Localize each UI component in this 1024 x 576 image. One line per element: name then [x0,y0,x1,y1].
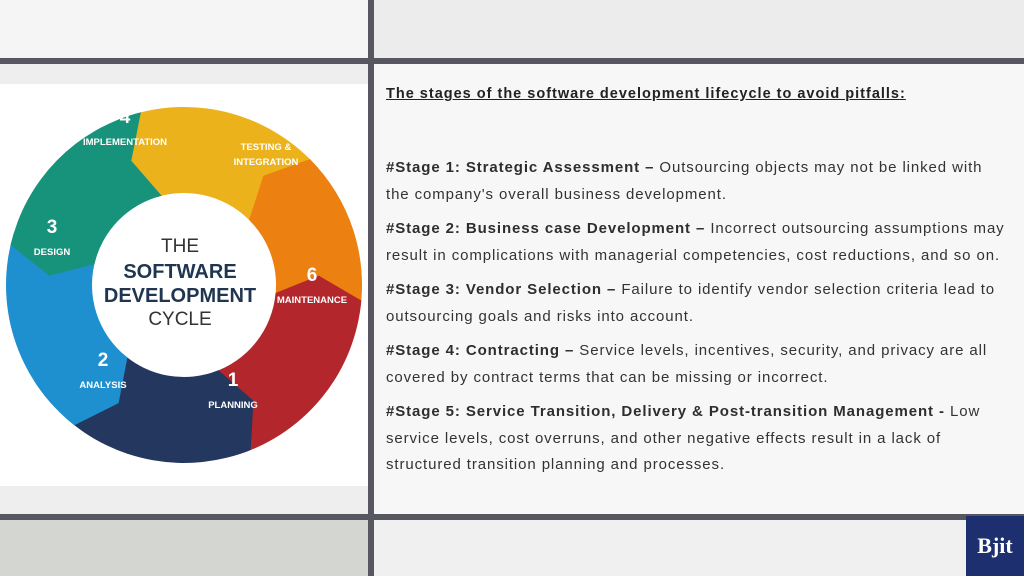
segment-label: DESIGN [34,247,71,258]
segment-number: 3 [47,217,58,238]
stage-item: #Stage 5: Service Transition, Delivery &… [386,399,1010,479]
sdlc-cycle-graphic: THE SOFTWARE DEVELOPMENT CYCLE 1PLANNING… [6,106,362,463]
divider-bottom [0,514,1024,520]
stage-item: #Stage 3: Vendor Selection – Failure to … [386,277,1010,330]
stage-text: Failure to identify vendor selection cri… [386,281,996,325]
top-left-panel [0,0,368,58]
divider-top [0,58,1024,64]
cycle-segment-6 [249,159,362,313]
segment-label: IMPLEMENTATION [83,137,167,148]
stage-title: #Stage 5: Service Transition, Delivery &… [386,403,945,420]
stage-item: #Stage 2: Business case Development – In… [386,216,1010,269]
top-right-panel [374,0,1024,58]
stage-text: Incorrect outsourcing assumptions may re… [386,220,1005,264]
segment-number: 6 [307,265,318,286]
center-title-line-2: SOFTWARE [123,261,236,283]
cycle-segment-2 [64,353,254,463]
segment-label: TESTING & [241,142,292,153]
center-title-line-4: CYCLE [148,309,211,330]
stage-item: #Stage 1: Strategic Assessment – Outsour… [386,155,1010,208]
segment-label: PLANNING [208,400,258,411]
segment-label: ANALYSIS [79,380,126,391]
segment-label: MAINTENANCE [277,295,347,306]
content-column [374,64,1024,514]
stage-title: #Stage 1: Strategic Assessment – [386,159,655,176]
stage-text: Low service levels, cost overruns, and o… [386,403,981,473]
bottom-right-panel [374,520,1024,576]
stage-item: #Stage 4: Contracting – Service levels, … [386,338,1010,391]
cycle-segment-3 [6,233,128,426]
logo-text: Bjit [977,533,1013,558]
segment-number: 4 [120,107,131,128]
stages-text: The stages of the software development l… [386,86,1010,487]
center-title-line-3: DEVELOPMENT [104,285,256,307]
bjit-logo: Bjit [966,516,1024,576]
stage-title: #Stage 3: Vendor Selection – [386,281,617,298]
center-title-line-1: THE [161,236,199,257]
cycle-segment-4 [10,112,162,276]
stage-text: Service levels, incentives, security, an… [386,342,988,386]
stages-heading: The stages of the software development l… [386,86,906,102]
cycle-segment-5 [122,106,319,225]
segment-label: INTEGRATION [234,157,299,168]
stage-title: #Stage 4: Contracting – [386,342,575,359]
divider-vertical [368,0,374,576]
bottom-left-panel [0,520,368,576]
segment-number: 5 [261,106,272,127]
stage-title: #Stage 2: Business case Development – [386,220,706,237]
segment-number: 2 [98,350,109,371]
center-circle [93,194,275,376]
stage-text: Outsourcing objects may not be linked wi… [386,159,983,203]
segment-number: 1 [228,370,239,391]
